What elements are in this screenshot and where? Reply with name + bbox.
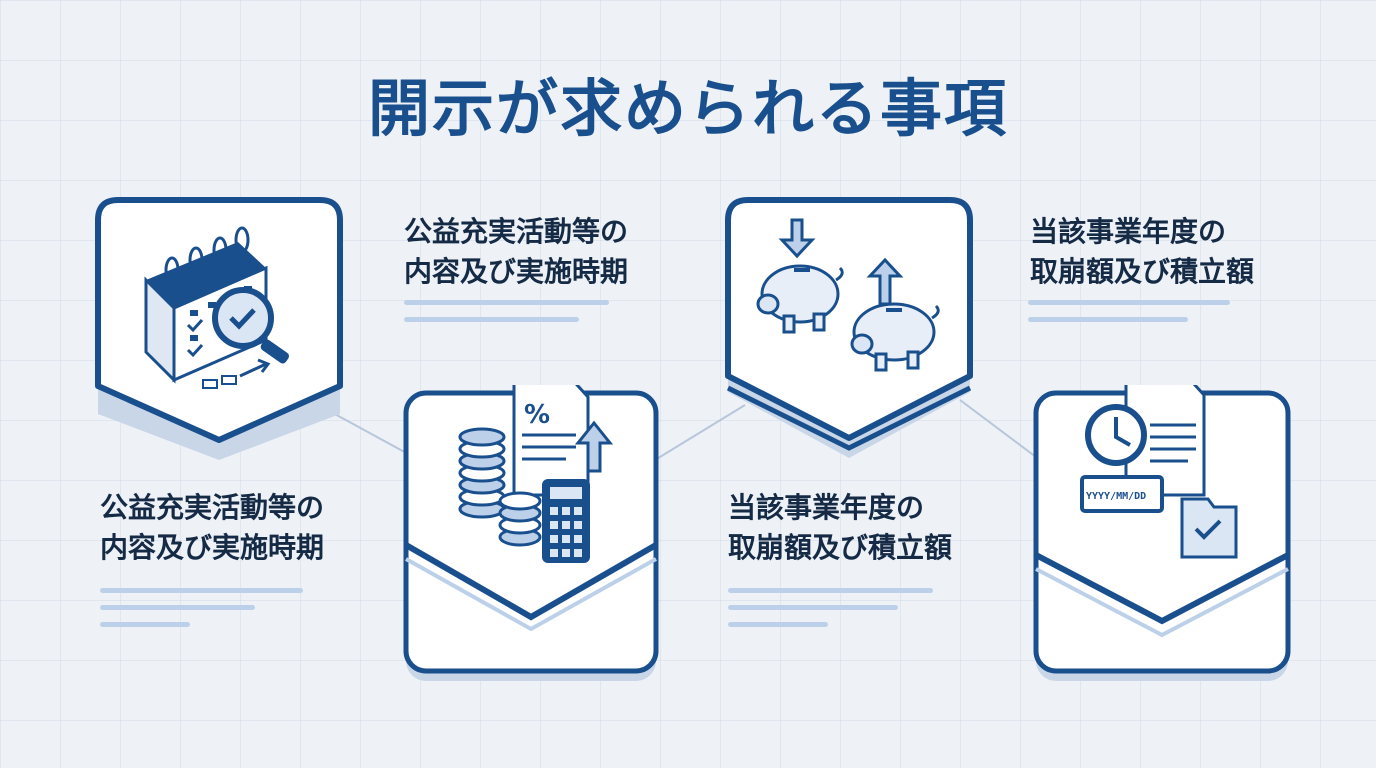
- item-3-line2: 取崩額及び積立額: [728, 531, 953, 564]
- item-2-line1: 公益充実活動等の: [404, 215, 629, 248]
- item-2-placeholder-lines: [404, 300, 609, 334]
- svg-text:YYYY/MM/DD: YYYY/MM/DD: [1086, 491, 1146, 502]
- item-1-label: 公益充実活動等の 内容及び実施時期: [100, 488, 324, 568]
- item-2-label: 公益充実活動等の 内容及び実施時期: [404, 212, 628, 292]
- coins-calculator-icon: %: [458, 385, 614, 563]
- item-3-placeholder-lines: [728, 588, 933, 639]
- item-4-placeholder-lines: [1028, 300, 1230, 334]
- item-4-line1: 当該事業年度の: [1030, 215, 1227, 248]
- calendar-magnifier-icon: [144, 226, 290, 389]
- svg-text:%: %: [524, 400, 550, 430]
- clock-document-folder-icon: YYYY/MM/DD: [1080, 385, 1238, 559]
- card-3: [725, 197, 973, 458]
- item-3-label: 当該事業年度の 取崩額及び積立額: [728, 488, 952, 568]
- card-4: YYYY/MM/DD: [1033, 385, 1291, 681]
- item-1-line2: 内容及び実施時期: [100, 531, 325, 564]
- piggy-bank-icon: [756, 218, 940, 372]
- item-4-line2: 取崩額及び積立額: [1030, 255, 1255, 288]
- item-3-line1: 当該事業年度の: [728, 491, 925, 524]
- item-1-line1: 公益充実活動等の: [100, 491, 325, 524]
- card-1: [95, 197, 343, 460]
- page-title: 開示が求められる事項: [367, 72, 1008, 145]
- item-2-line2: 内容及び実施時期: [404, 255, 629, 288]
- card-2: %: [403, 385, 659, 681]
- item-4-label: 当該事業年度の 取崩額及び積立額: [1030, 212, 1254, 292]
- item-1-placeholder-lines: [100, 588, 303, 639]
